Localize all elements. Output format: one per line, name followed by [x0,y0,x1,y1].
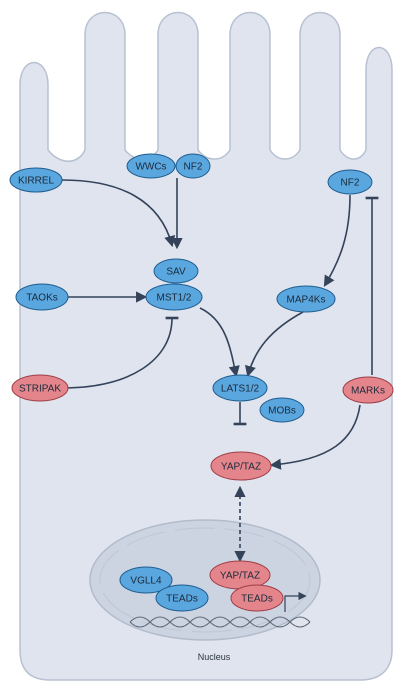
svg-text:MOBs: MOBs [268,406,296,417]
svg-text:MAP4Ks: MAP4Ks [287,295,326,306]
node-stripak[interactable]: STRIPAK [11,374,69,402]
svg-text:YAP/TAZ: YAP/TAZ [221,462,261,473]
node-yaptaz[interactable]: YAP/TAZ [210,451,272,481]
arrow-mst-lats [199,307,240,378]
node-wwcs[interactable]: WWCs [126,153,176,179]
node-taoks[interactable]: TAOKs [15,283,69,311]
node-marks[interactable]: MARKs [342,376,394,404]
svg-text:TEADs: TEADs [241,594,273,605]
svg-text:NF2: NF2 [341,178,360,189]
node-lats12[interactable]: LATS1/2 [212,374,268,402]
node-mobs[interactable]: MOBs [259,397,305,423]
transcription-arrow-icon [284,591,307,612]
nucleus-label: Nucleus [198,652,231,662]
arrow-kirrel-sav [61,179,176,248]
dna-helix-icon [129,616,311,628]
cell-membrane [19,11,393,681]
node-map4ks[interactable]: MAP4Ks [276,285,336,313]
svg-text:WWCs: WWCs [135,162,166,173]
node-vgll4[interactable]: VGLL4 [119,566,173,594]
node-kirrel[interactable]: KIRREL [9,167,63,193]
svg-text:MST1/2: MST1/2 [156,293,191,304]
svg-text:LATS1/2: LATS1/2 [221,384,260,395]
inhibit-stripak-mst [61,316,179,389]
node-sav[interactable]: SAV [153,258,199,284]
node-teads-right[interactable]: TEADs [230,584,284,612]
nucleus-inner-rim [99,527,311,633]
svg-text:SAV: SAV [166,267,186,278]
svg-text:YAP/TAZ: YAP/TAZ [220,571,260,582]
arrow-nf2-map4ks [323,194,351,287]
svg-text:MARKs: MARKs [351,386,385,397]
svg-text:TAOKs: TAOKs [26,293,57,304]
svg-text:NF2: NF2 [184,162,203,173]
node-mst12[interactable]: MST1/2 [145,283,203,311]
node-nf2-top[interactable]: NF2 [175,153,211,179]
svg-text:KIRREL: KIRREL [18,176,55,187]
arrow-map4ks-lats [245,311,304,378]
svg-text:TEADs: TEADs [166,594,198,605]
node-nf2-right[interactable]: NF2 [327,169,373,195]
svg-text:STRIPAK: STRIPAK [19,384,61,395]
node-teads-left[interactable]: TEADs [155,584,209,612]
svg-text:VGLL4: VGLL4 [130,576,162,587]
arrow-marks-yaptaz [269,404,361,470]
